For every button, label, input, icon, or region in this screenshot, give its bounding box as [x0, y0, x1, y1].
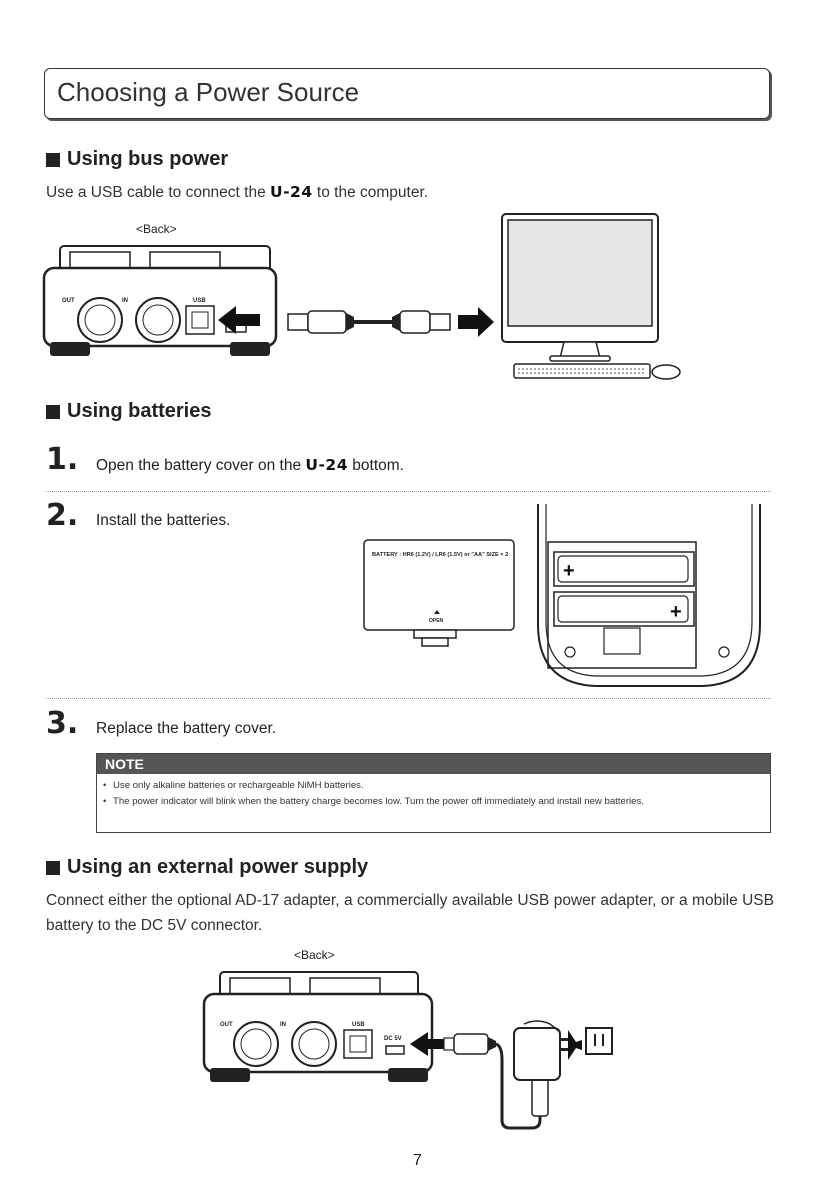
brand-name: U-24	[270, 183, 313, 201]
divider	[46, 491, 771, 492]
step-text-1: Open the battery cover on the U-24 botto…	[96, 456, 404, 474]
section-heading-bus-power: Using bus power	[46, 148, 228, 171]
plus-icon: +	[563, 560, 575, 582]
computer-illustration	[501, 213, 681, 380]
usb-port-label: USB	[352, 1022, 365, 1028]
battery-compartment-illustration: + +	[537, 504, 761, 687]
note-list: Use only alkaline batteries or rechargea…	[97, 774, 770, 810]
note-item: The power indicator will blink when the …	[103, 794, 764, 810]
out-port-label: OUT	[62, 298, 75, 304]
square-bullet-icon	[46, 152, 60, 167]
section-heading-external-power: Using an external power supply	[46, 856, 368, 879]
note-item: Use only alkaline batteries or rechargea…	[103, 778, 764, 794]
external-power-instruction: Connect either the optional AD-17 adapte…	[46, 892, 774, 934]
page-number: 7	[413, 1152, 422, 1169]
square-bullet-icon	[46, 860, 60, 875]
step-number-2: 2.	[46, 498, 79, 533]
in-port-label: IN	[280, 1022, 286, 1028]
bus-power-instruction: Use a USB cable to connect the U-24 to t…	[46, 183, 429, 201]
in-port-label: IN	[122, 298, 128, 304]
step-text-3: Replace the battery cover.	[96, 720, 277, 737]
section-heading-text: Using batteries	[67, 400, 212, 422]
usb-cable-illustration	[287, 307, 494, 337]
back-label: <Back>	[136, 222, 177, 236]
section-heading-text: Using an external power supply	[67, 856, 369, 878]
section-heading-batteries: Using batteries	[46, 400, 211, 423]
square-bullet-icon	[46, 404, 60, 419]
plus-icon: +	[670, 601, 682, 623]
step-number-1: 1.	[46, 442, 79, 477]
brand-name: U-24	[305, 456, 348, 474]
device-back-illustration: OUT IN USB	[42, 245, 278, 356]
step-text-2: Install the batteries.	[96, 512, 231, 529]
section-heading-text: Using bus power	[67, 148, 229, 170]
ac-adapter-illustration	[410, 1020, 613, 1130]
open-label: OPEN	[429, 618, 444, 624]
step-number-3: 3.	[46, 706, 79, 741]
battery-cover-illustration: BATTERY : HR6 (1.2V) / LR6 (1.5V) or "AA…	[363, 539, 515, 647]
usb-port-label: USB	[193, 298, 206, 304]
device-back-dc-illustration: OUT IN USB DC 5V	[202, 971, 434, 1082]
dc5v-port-label: DC 5V	[384, 1036, 402, 1042]
page-title: Choosing a Power Source	[44, 68, 770, 119]
note-box: NOTE Use only alkaline batteries or rech…	[96, 753, 771, 833]
out-port-label: OUT	[220, 1022, 233, 1028]
note-heading: NOTE	[97, 754, 770, 774]
back-label: <Back>	[294, 948, 335, 962]
divider	[46, 698, 771, 699]
battery-cover-label: BATTERY : HR6 (1.2V) / LR6 (1.5V) or "AA…	[372, 552, 508, 558]
